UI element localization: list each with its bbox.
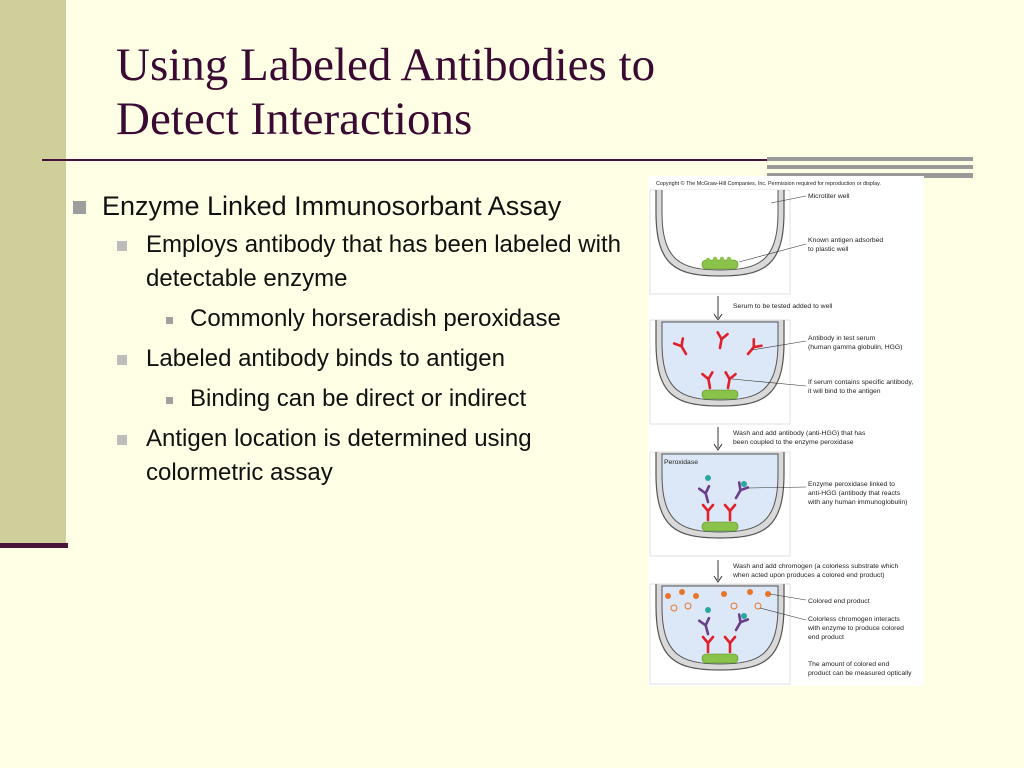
- bullet-direct-indirect: Binding can be direct or indirect: [158, 382, 630, 416]
- label-known-antigen-2: to plastic well: [808, 246, 849, 253]
- step-3-text-2: when acted upon produces a colored end p…: [732, 572, 885, 579]
- label-antibody-serum-1: Antibody in test serum: [808, 335, 876, 342]
- title-line-2: Detect Interactions: [116, 93, 473, 145]
- bullet-list: Enzyme Linked Immunosorbant Assay Employ…: [70, 188, 630, 496]
- step-2-text-1: Wash and add antibody (anti-HGG) that ha…: [733, 430, 866, 437]
- step-2-text-2: been coupled to the enzyme peroxidase: [733, 439, 854, 446]
- colored-product-dots: [665, 589, 771, 612]
- label-chromogen-3: end product: [808, 634, 844, 641]
- figure-copyright: Copyright © The McGraw-Hill Companies, I…: [656, 180, 881, 187]
- title-rule: [42, 159, 972, 161]
- well-panel-4: Colored end product Colorless chromogen …: [649, 583, 912, 685]
- step-1-text: Serum to be tested added to well: [733, 303, 833, 310]
- label-enzyme-linked-1: Enzyme peroxidase linked to: [808, 481, 895, 488]
- slide-title: Using Labeled Antibodies to Detect Inter…: [116, 38, 816, 146]
- label-peroxidase: Peroxidase: [664, 459, 698, 466]
- antigen-1: [701, 259, 739, 270]
- label-measured-1: The amount of colored end: [808, 661, 889, 668]
- title-line-1: Using Labeled Antibodies to: [116, 39, 656, 91]
- label-measured-2: product can be measured optically: [808, 670, 912, 677]
- bullet-binds-antigen: Labeled antibody binds to antigen: [114, 342, 630, 376]
- label-colored-end-product: Colored end product: [808, 598, 870, 605]
- well-panel-3: Peroxidase Enzyme peroxidase linked to a…: [649, 451, 907, 557]
- label-chromogen-1: Colorless chromogen interacts: [808, 616, 900, 623]
- label-specific-antibody-1: If serum contains specific antibody,: [808, 379, 913, 386]
- label-enzyme-linked-2: anti-HGG (antibody that reacts: [808, 490, 901, 497]
- left-accent-bar: [0, 0, 66, 544]
- bullet-antigen-location: Antigen location is determined using col…: [114, 422, 630, 490]
- well-panel-1: Microtiter well Known antigen adsorbed t…: [649, 189, 883, 295]
- label-chromogen-2: with enzyme to produce colored: [807, 625, 904, 632]
- label-enzyme-linked-3: with any human immunoglobulin): [807, 499, 907, 506]
- label-microtiter-well: Microtiter well: [808, 193, 850, 200]
- peroxidase-enzyme-2: [741, 481, 747, 487]
- decorative-bars: [767, 157, 973, 179]
- step-3-text-1: Wash and add chromogen (a colorless subs…: [733, 563, 898, 570]
- well-panel-2: Antibody in test serum (human gamma glob…: [649, 319, 913, 425]
- label-known-antigen-1: Known antigen adsorbed: [808, 237, 883, 244]
- bullet-horseradish: Commonly horseradish peroxidase: [158, 302, 630, 336]
- label-specific-antibody-2: it will bind to the antigen: [808, 388, 881, 395]
- label-antibody-serum-2: (human gamma globulin, HGG): [808, 344, 902, 351]
- bullet-elisa: Enzyme Linked Immunosorbant Assay: [70, 188, 630, 224]
- peroxidase-enzyme-1: [705, 475, 711, 481]
- elisa-diagram: Copyright © The McGraw-Hill Companies, I…: [649, 180, 913, 685]
- left-accent-underline: [0, 543, 68, 548]
- bullet-labeled-antibody: Employs antibody that has been labeled w…: [114, 228, 630, 296]
- elisa-figure: Copyright © The McGraw-Hill Companies, I…: [648, 176, 924, 686]
